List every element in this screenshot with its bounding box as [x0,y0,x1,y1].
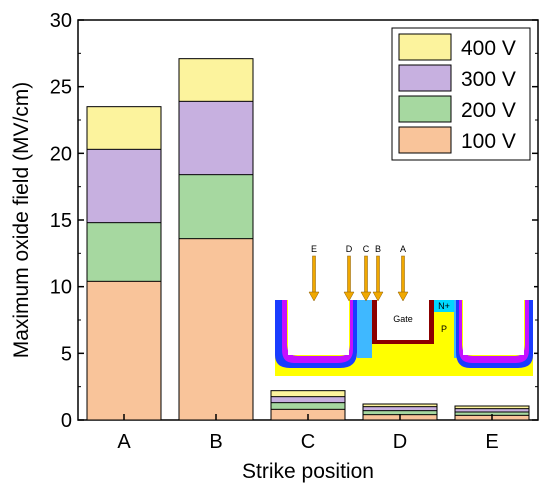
strike-arrow-head [360,291,372,302]
strike-arrow-head [397,291,409,302]
x-tick-label: D [393,431,407,453]
y-tick-label: 5 [61,343,72,365]
strike-arrow-head [308,291,320,302]
strike-arrow-shaft [312,255,316,295]
x-tick-label: C [301,431,315,453]
x-tick-label: B [209,431,222,453]
strike-label: A [400,244,406,254]
strike-arrow-shaft [364,255,368,295]
strike-label: B [375,244,381,254]
strike-label: D [346,244,353,254]
gate-label: Gate [393,314,413,324]
x-axis: A B C D E [117,414,499,453]
nplus-region [434,300,454,312]
strike-label: C [363,244,370,254]
legend-swatch [398,64,452,92]
left-trench-cavity [288,300,349,355]
y-tick-label: 15 [50,210,72,232]
y-tick-label: 30 [50,10,72,32]
y-tick-label: 20 [50,143,72,165]
left-body [357,300,372,358]
bar-A-100V [86,280,162,421]
gate-region [377,300,429,340]
legend-label: 200 V [461,99,516,122]
x-tick-label: E [485,431,498,453]
y-tick-label: 0 [61,410,72,432]
legend-label: 400 V [461,37,516,60]
legend-label: 300 V [461,68,516,91]
p-label: P [441,324,447,334]
legend-swatch [398,126,452,154]
y-tick-label: 10 [50,277,72,299]
bar-B-100V [178,238,254,421]
legend: 400 V 300 V 200 V 100 V [391,27,531,161]
y-axis-title: Maximum oxide field (MV/cm) [10,82,33,359]
right-trench-cavity [463,300,524,355]
strike-arrow-shaft [376,255,380,295]
strike-arrow-head [372,291,384,302]
right-trench-inner [459,300,529,363]
legend-label: 100 V [461,130,516,153]
x-tick-label: A [117,431,131,453]
nplus-label: N+ [438,301,450,311]
strike-arrow-shaft [401,255,405,295]
p-region [434,312,454,342]
strike-label: E [311,244,317,254]
legend-swatch [398,33,452,61]
left-trench-inner [282,300,353,363]
y-tick-label: 25 [50,77,72,99]
strike-arrow-head [343,291,355,302]
x-axis-title: Strike position [242,460,374,483]
strike-arrow-shaft [347,255,351,295]
legend-swatch [398,95,452,123]
y-axis: 0 5 10 15 20 25 30 [50,10,538,432]
